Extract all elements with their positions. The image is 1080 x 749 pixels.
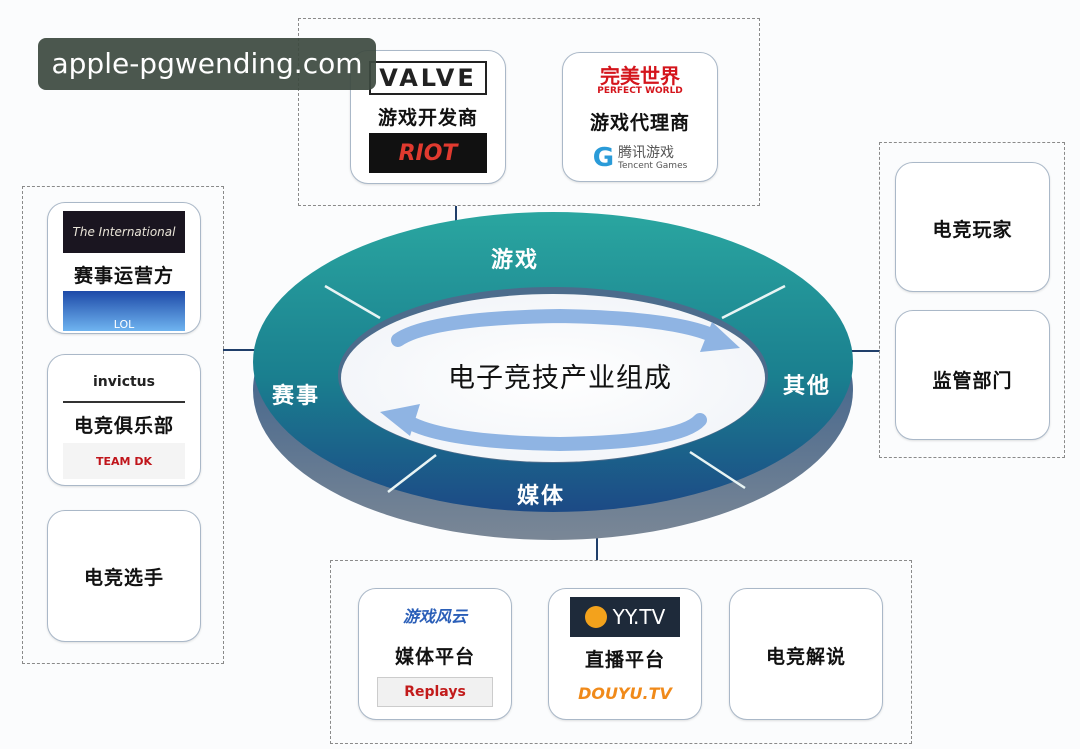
card-esports-operator: The International 赛事运营方 LOL <box>47 202 201 334</box>
card-other-regulator: 监管部门 <box>895 310 1050 440</box>
tencent-games-logo: G 腾讯游戏 Tencent Games <box>592 143 688 173</box>
ring-label-esports: 赛事 <box>272 384 321 409</box>
card-label: 电竞解说 <box>765 646 846 668</box>
group-media <box>330 560 912 744</box>
card-media-platform: 游戏风云 媒体平台 Replays <box>358 588 512 720</box>
card-label: 电竞选手 <box>83 567 164 589</box>
yytv-logo: YY.TV <box>570 597 680 637</box>
ring-label-game: 游戏 <box>491 248 540 273</box>
card-esports-player: 电竞选手 <box>47 510 201 642</box>
card-game-publisher: 完美世界 PERFECT WORLD 游戏代理商 G 腾讯游戏 Tencent … <box>562 52 718 182</box>
diagram-title: 电子竞技产业组成 <box>448 363 672 394</box>
card-commentary: 电竞解说 <box>729 588 883 720</box>
card-label: 游戏代理商 <box>589 112 690 134</box>
card-label: 电竞玩家 <box>932 219 1013 241</box>
card-label: 媒体平台 <box>394 646 475 668</box>
replays-logo: Replays <box>377 677 493 707</box>
card-game-developer: VALVE 游戏开发商 RIOT <box>350 50 506 184</box>
perfect-world-logo: 完美世界 PERFECT WORLD <box>597 63 683 96</box>
ring-label-other: 其他 <box>783 374 832 399</box>
youxi-fengyun-logo: 游戏风云 <box>402 607 467 626</box>
douyutv-logo: DOUYU.TV <box>578 683 672 703</box>
card-label: 游戏开发商 <box>377 107 478 129</box>
card-other-players: 电竞玩家 <box>895 162 1050 292</box>
ring-label-media: 媒体 <box>517 484 566 509</box>
arrow-bottom <box>398 413 707 452</box>
watermark-banner: apple-pgwending.com <box>38 38 376 90</box>
lol-championship-logo: LOL <box>63 291 185 331</box>
card-label: 监管部门 <box>932 370 1013 392</box>
card-esports-club: invictus 电竞俱乐部 TEAM DK <box>47 354 201 486</box>
arrow-top <box>391 308 725 347</box>
card-label: 赛事运营方 <box>73 265 174 287</box>
the-international-logo: The International <box>63 211 185 253</box>
card-live-platform: YY.TV 直播平台 DOUYU.TV <box>548 588 702 720</box>
group-game <box>298 18 760 206</box>
card-label: 电竞俱乐部 <box>73 415 174 437</box>
card-label: 直播平台 <box>584 649 665 671</box>
team-dk-logo: TEAM DK <box>63 443 185 479</box>
group-esports <box>22 186 224 664</box>
valve-logo: VALVE <box>369 61 487 95</box>
group-other <box>879 142 1065 458</box>
ring-center <box>341 294 765 462</box>
invictus-gaming-logo: invictus <box>63 363 185 403</box>
riot-logo: RIOT <box>369 133 487 173</box>
